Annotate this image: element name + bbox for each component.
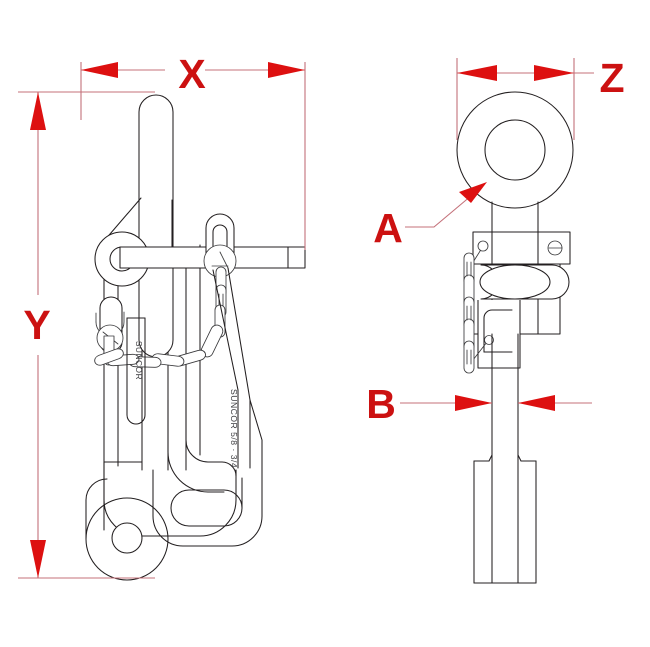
dim-z-arrow-left [457,65,497,81]
dim-y-arrow-bottom [30,540,46,578]
dimension-label-z: Z [599,55,624,101]
callout-a-arrow [459,182,487,203]
dimension-b: B [366,381,592,427]
dimension-z: Z [456,55,625,140]
front-view: SUNCOR SUNCOR 5/8 · 3/4 [85,94,306,581]
dimension-label-y: Y [23,302,50,348]
dim-z-arrow-right [534,65,574,81]
side-eye [456,91,574,209]
dim-b-arrow-right [518,395,555,411]
side-retaining-pins [469,240,494,361]
side-shank [491,333,519,584]
dim-b-arrow-left [455,395,492,411]
front-safety-chain [94,266,227,368]
front-lock-clip-lower [95,296,125,366]
side-safety-chain [463,252,475,374]
callout-a: A [373,182,487,251]
front-lower-hook [85,461,237,581]
dimension-label-a: A [373,205,403,251]
front-j-latch [167,399,237,493]
front-lower-bail [152,469,263,547]
side-lower-bracket [477,300,521,369]
dimension-label-b: B [366,381,396,427]
dim-y-arrow-top [30,92,46,130]
front-lock-ring-upper [203,213,237,278]
dim-x-arrow-left [81,62,118,78]
dimension-label-x: X [178,51,205,97]
marking-suncor-size: SUNCOR 5/8 · 3/4 [229,389,239,468]
dimension-x: X [80,51,306,250]
side-neck [491,201,539,233]
front-body-slot [126,317,146,425]
dim-x-arrow-right [268,62,305,78]
front-body-taper [212,267,263,471]
side-bottom-block [473,454,537,584]
side-view [456,91,574,584]
marking-suncor-left: SUNCOR [134,341,143,380]
dimension-y: Y [18,91,155,579]
